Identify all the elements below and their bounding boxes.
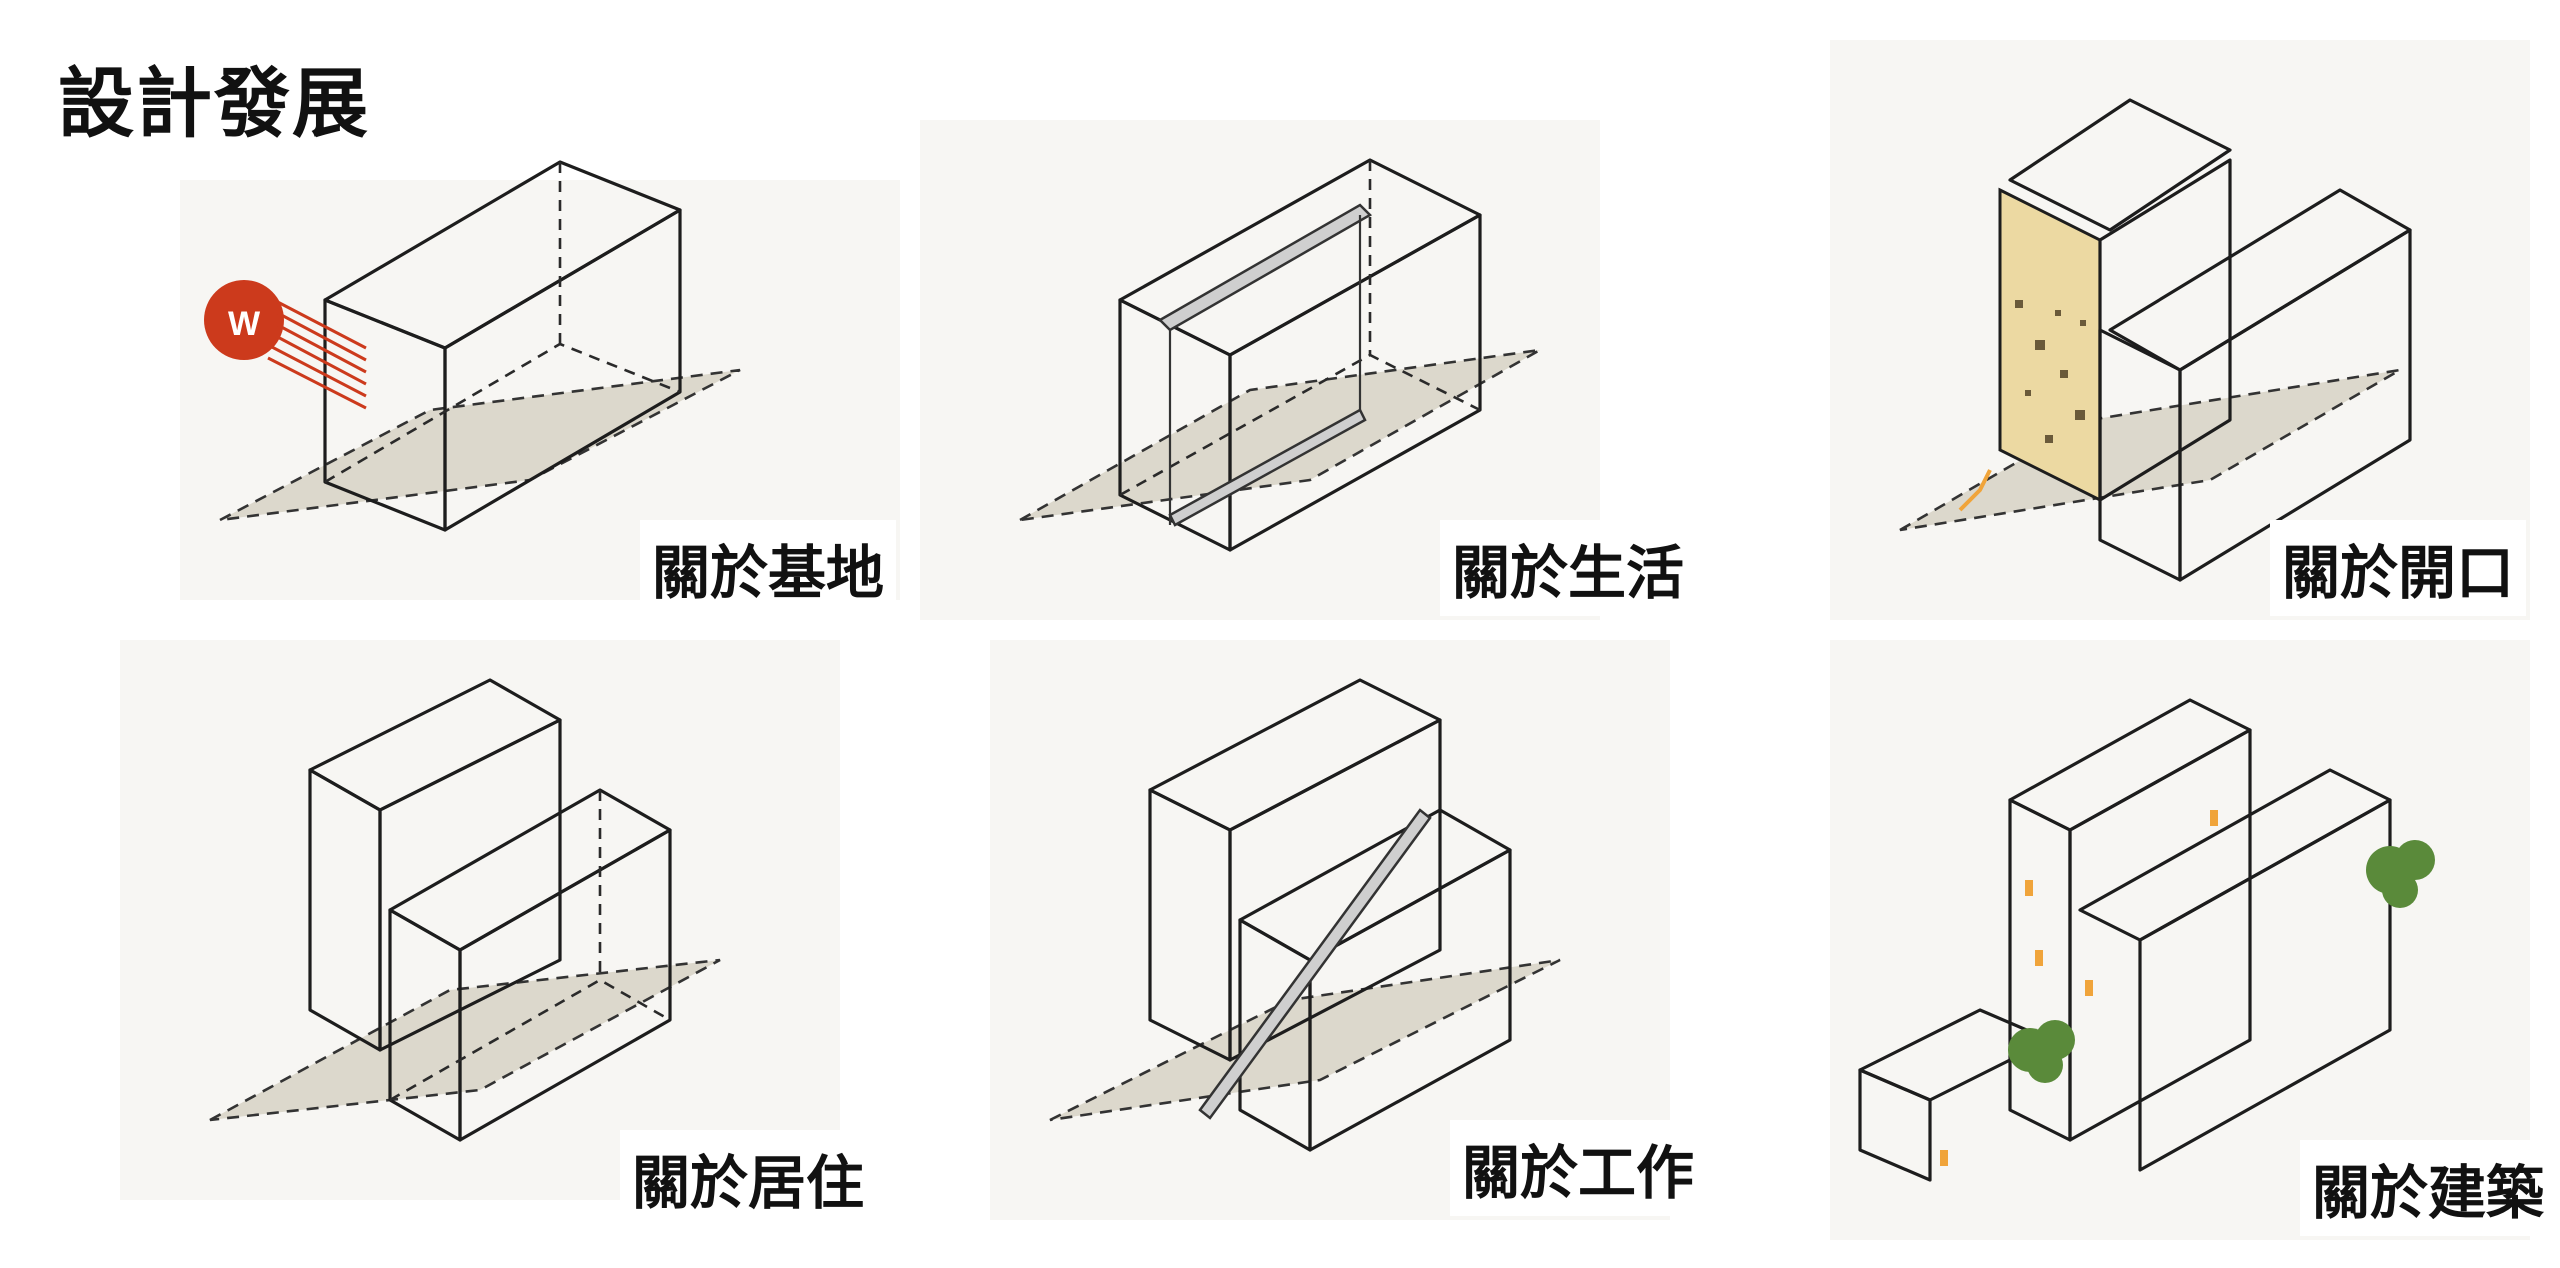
wind-lines — [267, 296, 367, 410]
panel-label-openings: 關於開口 — [2270, 520, 2527, 616]
site-ground-plane — [219, 368, 741, 522]
upper-block-top — [1148, 678, 1442, 832]
diagram-panel-dwelling: 關於居住 — [120, 640, 920, 1240]
diagram-panel-working: 關於工作 — [990, 640, 1730, 1240]
terrace-roof — [2078, 768, 2392, 942]
page-title: 設計發展 — [58, 59, 370, 148]
diagram-panel-site: W 關於基地 — [180, 160, 900, 616]
site-ground-plane — [1019, 348, 1541, 522]
lower-roof — [2108, 188, 2412, 372]
site-ground-plane — [1049, 958, 1561, 1122]
openings-massing-sketch — [1899, 98, 2412, 582]
west-sun-marker — [204, 280, 284, 360]
working-massing-sketch — [1049, 678, 1561, 1152]
panel-label-dwelling: 關於居住 — [620, 1130, 877, 1226]
diagram-panel-openings: 關於開口 — [1830, 40, 2530, 620]
facade-perforations — [2015, 300, 2086, 443]
stair-lower-run — [1168, 408, 1367, 527]
entry-stair — [1958, 469, 1992, 512]
lower-block-top — [388, 788, 672, 952]
diagram-panel-architecture: 關於建築 — [1830, 640, 2557, 1240]
stair-upper-run — [1157, 203, 1373, 332]
panel-label-architecture: 關於建築 — [2300, 1140, 2557, 1236]
perforated-facade-panel — [1998, 187, 2102, 503]
diagonal-stair — [1198, 808, 1432, 1120]
panel-label-working: 關於工作 — [1450, 1120, 1707, 1216]
site-massing-sketch: W — [204, 160, 741, 532]
architecture-rendered-sketch — [1858, 698, 2435, 1182]
living-massing-sketch — [1019, 158, 1541, 552]
site-ground-plane — [1899, 368, 2401, 532]
site-ground-plane — [209, 958, 721, 1122]
diagram-panel-living: 關於生活 — [920, 120, 1697, 620]
dwelling-massing-sketch — [209, 678, 721, 1142]
panel-label-living: 關於生活 — [1440, 520, 1697, 616]
tower-roof — [2008, 98, 2232, 232]
panel-label-site: 關於基地 — [640, 520, 897, 616]
west-marker-letter: W — [228, 305, 261, 343]
tree-right — [2366, 840, 2435, 908]
facade-accents — [1940, 810, 2218, 1166]
tree-courtyard — [2008, 1020, 2075, 1083]
